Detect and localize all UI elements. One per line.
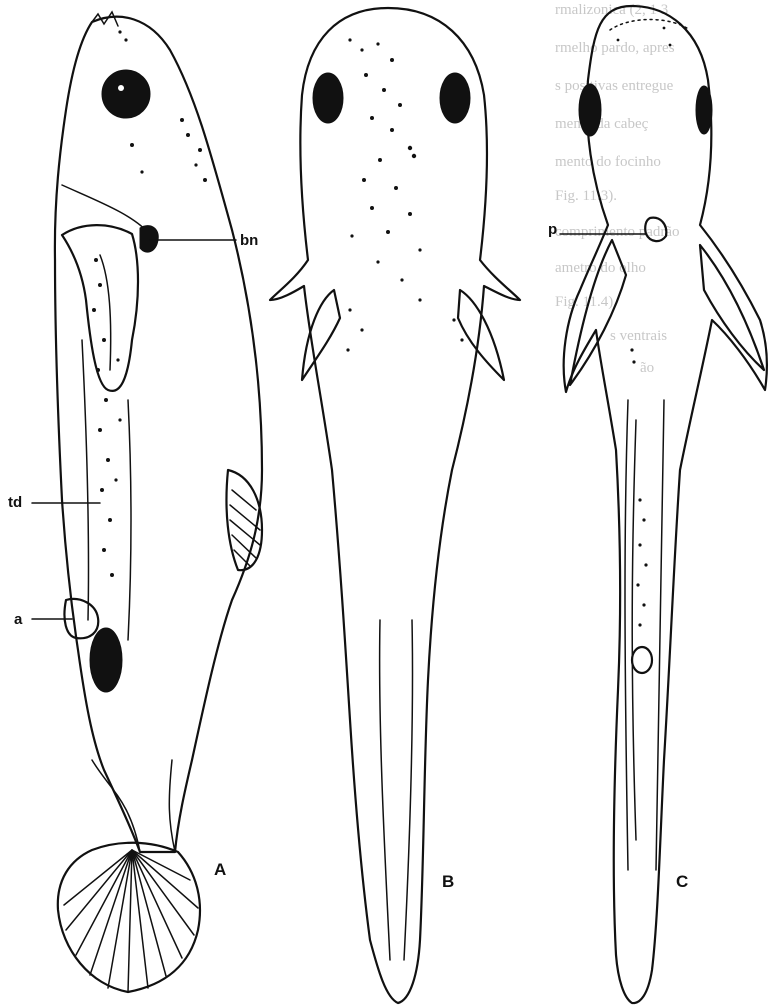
panel-a-larva-lateral: bn td a A <box>8 12 262 992</box>
background-text: rmalizonica (2, 1 3 rmelho pardo, apres … <box>555 2 680 376</box>
panel-a-peduncle-bottom <box>169 760 175 852</box>
panel-label-a: A <box>214 860 226 879</box>
panel-a-trunk-line-2 <box>128 400 131 640</box>
bg-line-2: rmelho pardo, apres <box>555 40 675 56</box>
panel-b-body-outline <box>270 8 520 1003</box>
panel-c-left-eye <box>579 84 601 136</box>
panel-b-larva-dorsal: B <box>270 8 520 1003</box>
panel-b-left-eye <box>313 73 343 123</box>
panel-b-right-fin <box>458 290 504 380</box>
panel-a-peduncle-top <box>92 760 140 852</box>
panel-b-tail-line-1 <box>380 620 390 960</box>
bg-line-5: mento do focinho <box>555 154 661 170</box>
panel-a-bn-spot <box>140 226 158 253</box>
panel-label-b: B <box>442 872 454 891</box>
panel-c-gut-line <box>632 420 636 840</box>
panel-c-right-eye <box>696 86 712 134</box>
label-bn: bn <box>240 232 258 249</box>
panel-c-inner-line-1 <box>625 400 628 870</box>
panel-a-eye <box>102 70 150 118</box>
panel-b-left-fin <box>302 290 340 380</box>
bg-line-7: comprimento padrão <box>555 224 680 240</box>
panel-a-trunk-line-1 <box>82 340 89 620</box>
bg-line-4: mento da cabeç <box>555 116 649 132</box>
label-p: p <box>548 221 557 238</box>
panel-a-snout <box>92 12 118 26</box>
bg-line-9: Fig. 11.4) <box>555 294 613 310</box>
bg-line-6: Fig. 11.3). <box>555 188 617 204</box>
label-td: td <box>8 494 22 511</box>
panel-b-tail-line-2 <box>404 620 413 960</box>
panel-a-caudal-rays <box>64 850 198 992</box>
panel-label-c: C <box>676 872 688 891</box>
bg-line-3: s positivas entregue <box>555 78 674 94</box>
panel-c-anus <box>632 647 652 673</box>
bg-line-10: s ventrais <box>610 328 667 344</box>
panel-b-right-eye <box>440 73 470 123</box>
panel-a-pectoral-fin <box>62 225 138 391</box>
panel-a-gut-patch <box>90 628 122 692</box>
panel-a-eye-highlight <box>118 85 124 91</box>
label-a: a <box>14 611 23 628</box>
panel-a-pectoral-ray <box>100 255 111 370</box>
bg-line-11: ão <box>640 360 654 376</box>
